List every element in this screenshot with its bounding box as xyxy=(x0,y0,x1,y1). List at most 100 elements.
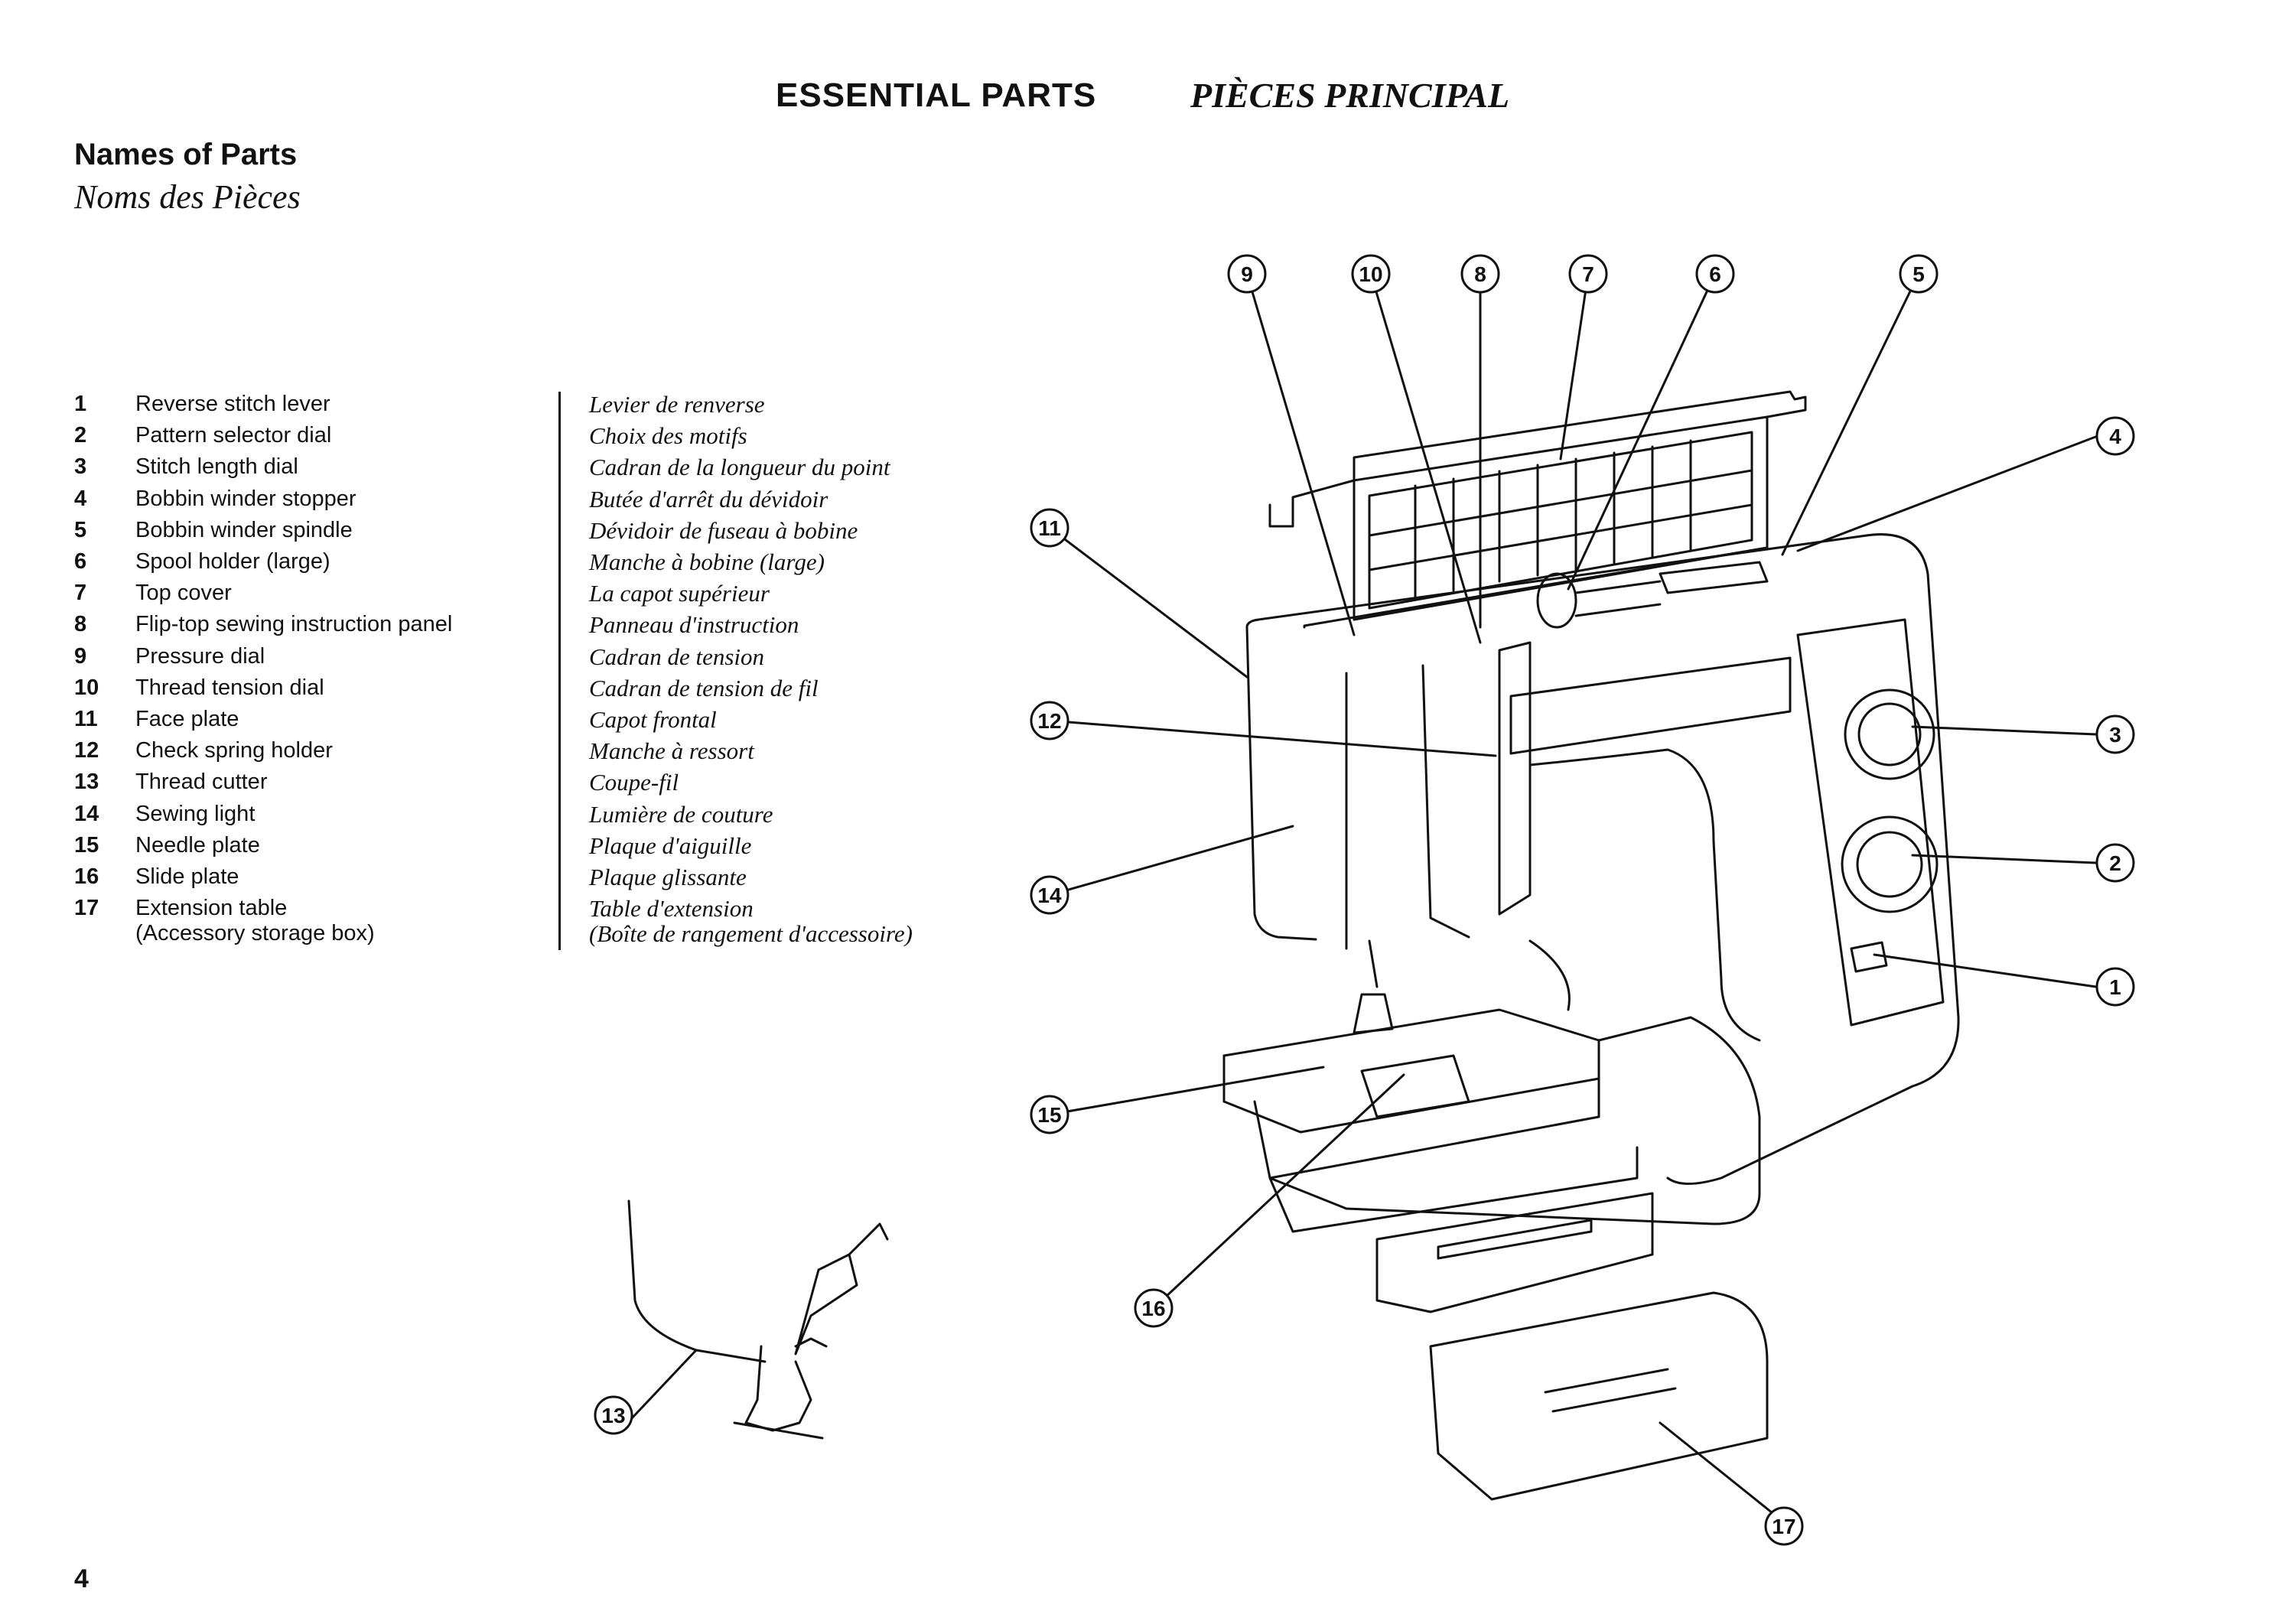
list-item: Levier de renverse xyxy=(589,391,765,418)
part-name: Thread tension dial xyxy=(135,675,324,700)
list-item: 9 Pressure dial xyxy=(74,641,452,672)
part-name: Thread cutter xyxy=(135,770,268,795)
part-name: Stitch length dial xyxy=(135,454,298,480)
svg-text:16: 16 xyxy=(1141,1297,1165,1320)
svg-text:8: 8 xyxy=(1474,262,1486,286)
callout-4: 4 xyxy=(2095,416,2135,456)
callout-5: 5 xyxy=(1899,254,1939,294)
thread-cutter-inset-illustration xyxy=(627,1199,889,1440)
part-17-note-french: (Boîte de rangement d'accessoire) xyxy=(589,920,913,948)
list-item: La capot supérieur xyxy=(589,580,770,607)
svg-text:6: 6 xyxy=(1709,262,1721,286)
part-number: 2 xyxy=(74,423,87,448)
list-item: Plaque glissante xyxy=(589,864,747,891)
callout-7: 7 xyxy=(1568,254,1608,294)
page-title-french: PIÈCES PRINCIPAL xyxy=(1190,76,1510,115)
callout-10: 10 xyxy=(1351,254,1391,294)
list-item: Cadran de la longueur du point xyxy=(589,454,890,481)
needle-bed-illustration xyxy=(1222,939,1761,1233)
svg-text:5: 5 xyxy=(1912,262,1925,286)
part-number: 1 xyxy=(74,392,87,416)
list-item: Choix des motifs xyxy=(589,422,747,450)
callout-2: 2 xyxy=(2095,843,2135,883)
list-item: 17 Extension table xyxy=(74,893,452,924)
list-item: Capot frontal xyxy=(589,706,717,734)
part-17-note-english: (Accessory storage box) xyxy=(135,921,375,946)
list-item: 8 Flip-top sewing instruction panel xyxy=(74,609,452,640)
svg-text:7: 7 xyxy=(1582,262,1594,286)
parts-list-english: 1 Reverse stitch lever 2 Pattern selector … xyxy=(74,389,452,950)
part-number: 4 xyxy=(74,486,87,511)
list-item: Plaque d'aiguille xyxy=(589,832,752,859)
list-item: 5 Bobbin winder spindle xyxy=(74,515,452,546)
leader-lines xyxy=(630,272,2099,1524)
part-number: 17 xyxy=(74,896,99,921)
part-number: 16 xyxy=(74,864,99,890)
callout-3: 3 xyxy=(2095,714,2135,754)
page-title-english: ESSENTIAL PARTS xyxy=(776,76,1097,114)
list-item: 3 Stitch length dial xyxy=(74,451,452,483)
part-number: 10 xyxy=(74,675,99,700)
part-name: Reverse stitch lever xyxy=(135,392,330,416)
part-name: Face plate xyxy=(135,707,239,732)
part-name: Spool holder (large) xyxy=(135,549,330,574)
part-name: Top cover xyxy=(135,581,232,606)
svg-text:13: 13 xyxy=(601,1404,625,1427)
svg-text:12: 12 xyxy=(1037,709,1061,733)
part-name: Check spring holder xyxy=(135,738,333,763)
callout-15: 15 xyxy=(1030,1095,1069,1134)
part-number: 13 xyxy=(74,770,99,795)
part-name: Slide plate xyxy=(135,864,239,890)
list-item: 10 Thread tension dial xyxy=(74,672,452,704)
callout-12: 12 xyxy=(1030,701,1069,740)
list-item: Butée d'arrêt du dévidoir xyxy=(589,485,828,513)
part-name: Flip-top sewing instruction panel xyxy=(135,612,453,637)
svg-text:10: 10 xyxy=(1359,262,1382,286)
svg-text:1: 1 xyxy=(2109,975,2121,999)
list-item: Manche à bobine (large) xyxy=(589,548,825,576)
machine-body-illustration xyxy=(1245,533,1960,1185)
svg-text:14: 14 xyxy=(1037,884,1062,907)
part-name: Pressure dial xyxy=(135,643,265,669)
svg-text:2: 2 xyxy=(2109,851,2121,875)
list-item: Coupe-fil xyxy=(589,769,679,796)
part-number: 6 xyxy=(74,549,87,574)
page-number: 4 xyxy=(74,1564,89,1593)
parts-list-french: Levier de renverse Choix des motifs Cadr… xyxy=(589,389,913,950)
svg-text:15: 15 xyxy=(1037,1103,1061,1127)
list-item: Lumière de couture xyxy=(589,800,773,828)
part-name: Sewing light xyxy=(135,801,256,826)
part-name: Pattern selector dial xyxy=(135,423,332,448)
list-item: 2 Pattern selector dial xyxy=(74,420,452,451)
svg-text:3: 3 xyxy=(2109,723,2121,747)
list-item: 4 Bobbin winder stopper xyxy=(74,483,452,515)
callout-9: 9 xyxy=(1227,254,1267,294)
list-item: Manche à ressort xyxy=(589,737,754,765)
part-number: 11 xyxy=(74,707,98,732)
part-number: 9 xyxy=(74,643,87,669)
list-item: Cadran de tension xyxy=(589,643,765,670)
callout-16: 16 xyxy=(1134,1288,1174,1328)
svg-text:17: 17 xyxy=(1772,1515,1795,1538)
part-name: Needle plate xyxy=(135,832,260,858)
part-name: Bobbin winder stopper xyxy=(135,486,356,511)
list-item: 11 Face plate xyxy=(74,704,452,735)
part-number: 3 xyxy=(74,454,87,480)
list-item: 12 Check spring holder xyxy=(74,735,452,766)
callout-6: 6 xyxy=(1695,254,1735,294)
part-name: Bobbin winder spindle xyxy=(135,517,353,542)
list-item: 1 Reverse stitch lever xyxy=(74,389,452,420)
callout-13: 13 xyxy=(594,1395,633,1435)
part-number: 5 xyxy=(74,517,87,542)
part-name: Extension table xyxy=(135,896,288,921)
extension-table-illustration xyxy=(1375,1192,1769,1501)
column-divider xyxy=(558,392,561,950)
section-title-french: Noms des Pièces xyxy=(74,178,301,216)
callout-17: 17 xyxy=(1764,1506,1804,1546)
part-number: 8 xyxy=(74,612,87,637)
part-number: 12 xyxy=(74,738,99,763)
